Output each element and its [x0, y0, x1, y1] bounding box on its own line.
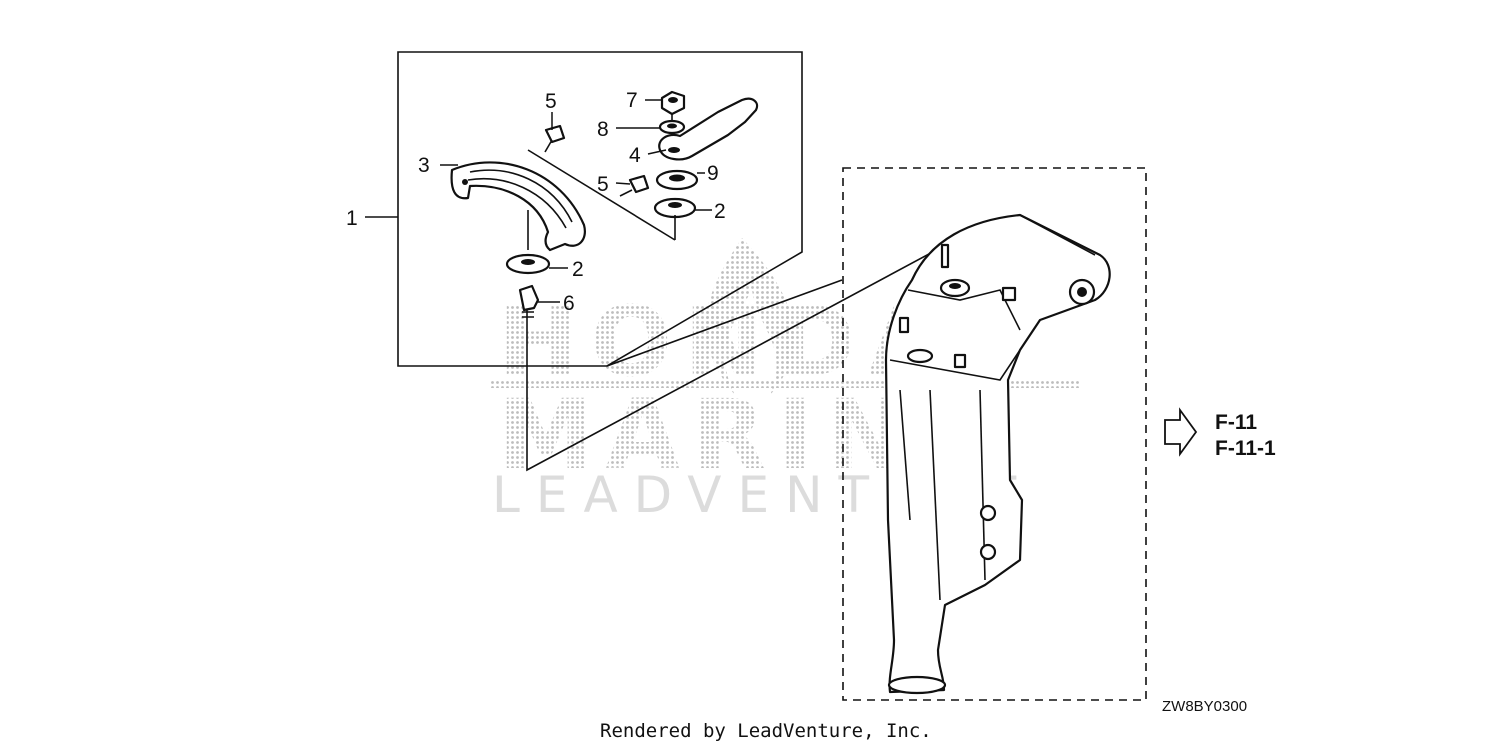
callout-2-upper: 2 [714, 200, 726, 223]
watermark-band [490, 380, 1080, 388]
washer-part-9 [655, 169, 699, 191]
swivel-bracket-part [884, 213, 1111, 695]
grommet-part-upper [653, 197, 697, 219]
alignment-lines [527, 114, 676, 250]
washer-part-8 [658, 119, 686, 135]
watermark-line1: HONDA [498, 286, 954, 398]
callout-7: 7 [626, 89, 638, 112]
bolt-part-lower [619, 174, 650, 197]
grip-bracket-part [450, 161, 586, 252]
callout-leaders [440, 99, 712, 303]
callout-4: 4 [629, 144, 641, 167]
grommet-part-lower [505, 253, 551, 275]
reference-f11-1[interactable]: F-11-1 [1215, 437, 1276, 460]
lever-part [658, 97, 759, 161]
callout-2-lower: 2 [572, 258, 584, 281]
callout-5-upper: 5 [545, 90, 557, 113]
callout-9: 9 [707, 162, 719, 185]
connection-lines [526, 239, 956, 472]
diagram-code: ZW8BY0300 [1162, 698, 1247, 715]
footer-credit: Rendered by LeadVenture, Inc. [600, 720, 932, 742]
callout-1: 1 [346, 207, 358, 230]
flame-watermark-icon [705, 238, 795, 395]
callout-5-lower: 5 [597, 173, 609, 196]
callout-8: 8 [597, 118, 609, 141]
nut-part [660, 90, 686, 116]
assembly-frame [365, 51, 803, 367]
reference-f11[interactable]: F-11 [1215, 411, 1257, 434]
bracket-dashed-frame [842, 167, 1147, 701]
reference-arrow-icon [1164, 407, 1198, 457]
callout-6: 6 [563, 292, 575, 315]
bolt-part-upper [544, 124, 566, 153]
pin-part [518, 284, 540, 318]
callout-3: 3 [418, 154, 430, 177]
